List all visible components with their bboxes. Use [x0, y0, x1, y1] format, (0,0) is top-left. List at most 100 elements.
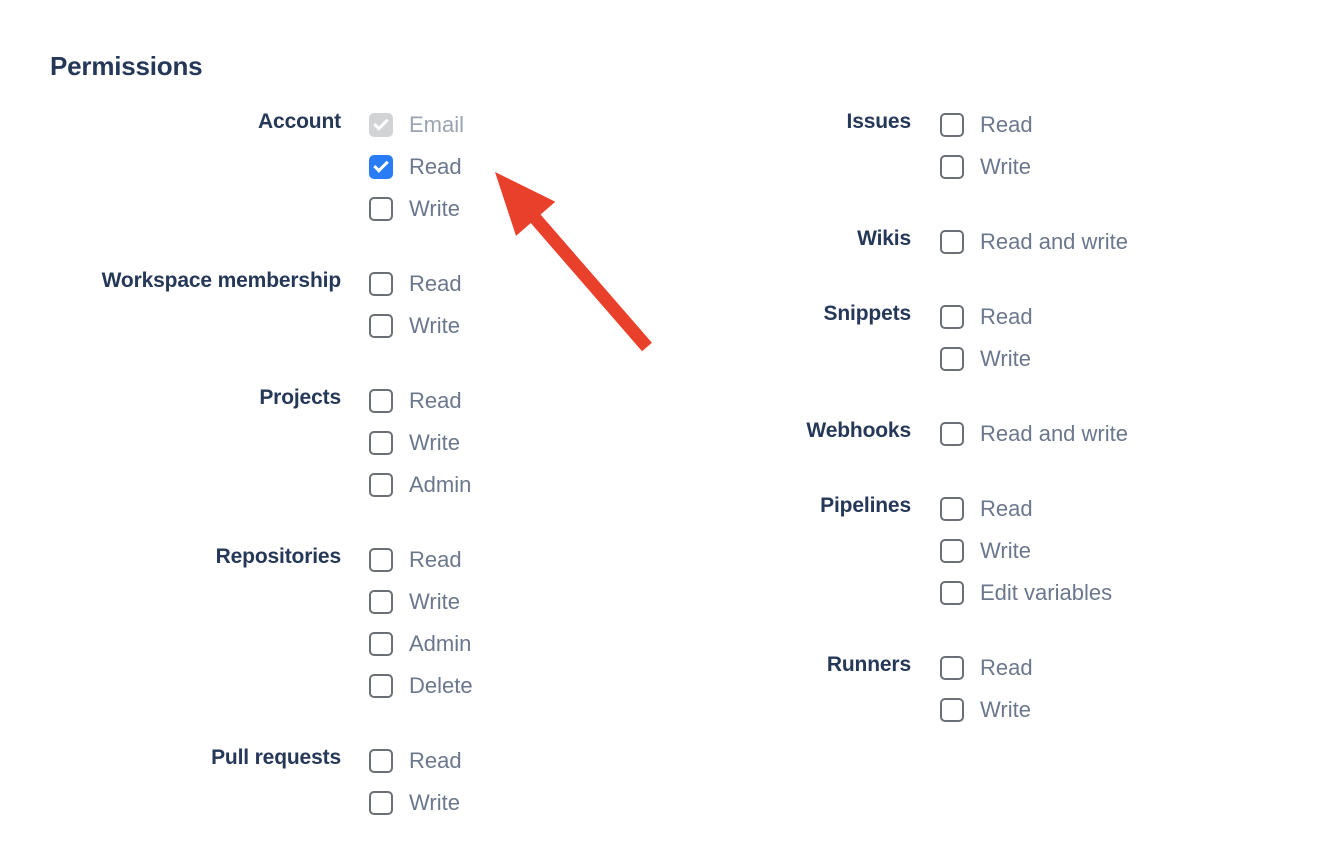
permission-option-snippets-write[interactable]: Write: [940, 338, 1033, 380]
permission-option-repositories-delete[interactable]: Delete: [369, 665, 473, 707]
checkbox-unchecked-icon[interactable]: [369, 749, 393, 773]
checkbox-unchecked-icon[interactable]: [940, 305, 964, 329]
permission-group-webhooks: Webhooks Read and write: [660, 413, 1320, 455]
option-label: Read: [980, 304, 1033, 329]
permission-options-webhooks: Read and write: [940, 413, 1128, 455]
permission-option-snippets-read[interactable]: Read: [940, 296, 1033, 338]
option-label: Read: [409, 154, 462, 179]
checkbox-checked-icon[interactable]: [369, 155, 393, 179]
checkbox-unchecked-icon[interactable]: [369, 197, 393, 221]
permission-option-pipelines-write[interactable]: Write: [940, 530, 1112, 572]
option-label: Email: [409, 112, 465, 137]
group-label-projects: Projects: [259, 386, 341, 409]
option-label: Write: [409, 589, 460, 614]
checkbox-unchecked-icon[interactable]: [369, 791, 393, 815]
option-label: Read: [409, 271, 462, 296]
checkbox-unchecked-icon[interactable]: [369, 674, 393, 698]
checkbox-unchecked-icon[interactable]: [369, 389, 393, 413]
permission-option-runners-read[interactable]: Read: [940, 647, 1033, 689]
checkbox-unchecked-icon[interactable]: [940, 698, 964, 722]
option-label: Read: [409, 388, 462, 413]
checkbox-unchecked-icon[interactable]: [369, 272, 393, 296]
checkbox-unchecked-icon[interactable]: [940, 422, 964, 446]
group-label-issues: Issues: [846, 110, 912, 133]
permission-option-pull-requests-read[interactable]: Read: [369, 740, 462, 782]
permission-option-account-read[interactable]: Read: [369, 146, 464, 188]
checkbox-checked-disabled-icon: [369, 113, 393, 137]
checkbox-unchecked-icon[interactable]: [940, 497, 964, 521]
option-label: Read and write: [980, 421, 1128, 446]
permission-option-webhooks-read-and-write[interactable]: Read and write: [940, 413, 1128, 455]
group-label-workspace-membership: Workspace membership: [101, 269, 342, 292]
group-label-account: Account: [258, 110, 341, 133]
permission-group-wikis: Wikis Read and write: [660, 221, 1320, 263]
checkbox-unchecked-icon[interactable]: [940, 581, 964, 605]
permission-option-projects-write[interactable]: Write: [369, 422, 471, 464]
checkbox-unchecked-icon[interactable]: [940, 539, 964, 563]
checkbox-unchecked-icon[interactable]: [369, 590, 393, 614]
option-label: Write: [409, 196, 460, 221]
permission-option-issues-write[interactable]: Write: [940, 146, 1033, 188]
option-label: Read: [409, 748, 462, 773]
checkbox-unchecked-icon[interactable]: [369, 473, 393, 497]
permission-option-account-email[interactable]: Email: [369, 104, 464, 146]
checkbox-unchecked-icon[interactable]: [369, 314, 393, 338]
option-label: Read: [980, 112, 1033, 137]
permission-option-projects-admin[interactable]: Admin: [369, 464, 471, 506]
group-label-wikis: Wikis: [857, 227, 911, 250]
option-label: Write: [409, 430, 460, 455]
group-label-repositories: Repositories: [215, 545, 342, 568]
permission-option-account-write[interactable]: Write: [369, 188, 464, 230]
option-label: Admin: [409, 631, 472, 656]
permission-option-repositories-read[interactable]: Read: [369, 539, 473, 581]
permission-option-wikis-read-and-write[interactable]: Read and write: [940, 221, 1128, 263]
checkbox-unchecked-icon[interactable]: [369, 431, 393, 455]
group-label-snippets: Snippets: [823, 302, 912, 325]
permission-option-workspace-membership-write[interactable]: Write: [369, 305, 462, 347]
option-label: Write: [980, 538, 1031, 563]
group-label-webhooks: Webhooks: [806, 419, 911, 442]
group-label-runners: Runners: [826, 653, 911, 676]
permission-option-runners-write[interactable]: Write: [940, 689, 1033, 731]
check-mark-icon: [373, 157, 389, 173]
permission-option-pipelines-edit-variables[interactable]: Edit variables: [940, 572, 1112, 614]
option-label: Write: [980, 697, 1031, 722]
checkbox-unchecked-icon[interactable]: [940, 656, 964, 680]
permission-option-repositories-write[interactable]: Write: [369, 581, 473, 623]
permission-option-pull-requests-write[interactable]: Write: [369, 782, 462, 824]
checkbox-unchecked-icon[interactable]: [369, 632, 393, 656]
group-label-pull-requests: Pull requests: [211, 746, 341, 769]
permission-option-repositories-admin[interactable]: Admin: [369, 623, 473, 665]
checkbox-unchecked-icon[interactable]: [369, 548, 393, 572]
option-label: Read: [980, 655, 1033, 680]
permission-option-workspace-membership-read[interactable]: Read: [369, 263, 462, 305]
option-label: Write: [980, 346, 1031, 371]
permission-option-issues-read[interactable]: Read: [940, 104, 1033, 146]
checkbox-unchecked-icon[interactable]: [940, 155, 964, 179]
permission-option-pipelines-read[interactable]: Read: [940, 488, 1112, 530]
permission-option-projects-read[interactable]: Read: [369, 380, 471, 422]
checkbox-unchecked-icon[interactable]: [940, 113, 964, 137]
option-label: Admin: [409, 472, 472, 497]
option-label: Read and write: [980, 229, 1128, 254]
checkbox-unchecked-icon[interactable]: [940, 347, 964, 371]
option-label: Write: [409, 313, 460, 338]
checkbox-unchecked-icon[interactable]: [940, 230, 964, 254]
option-label: Write: [409, 790, 460, 815]
